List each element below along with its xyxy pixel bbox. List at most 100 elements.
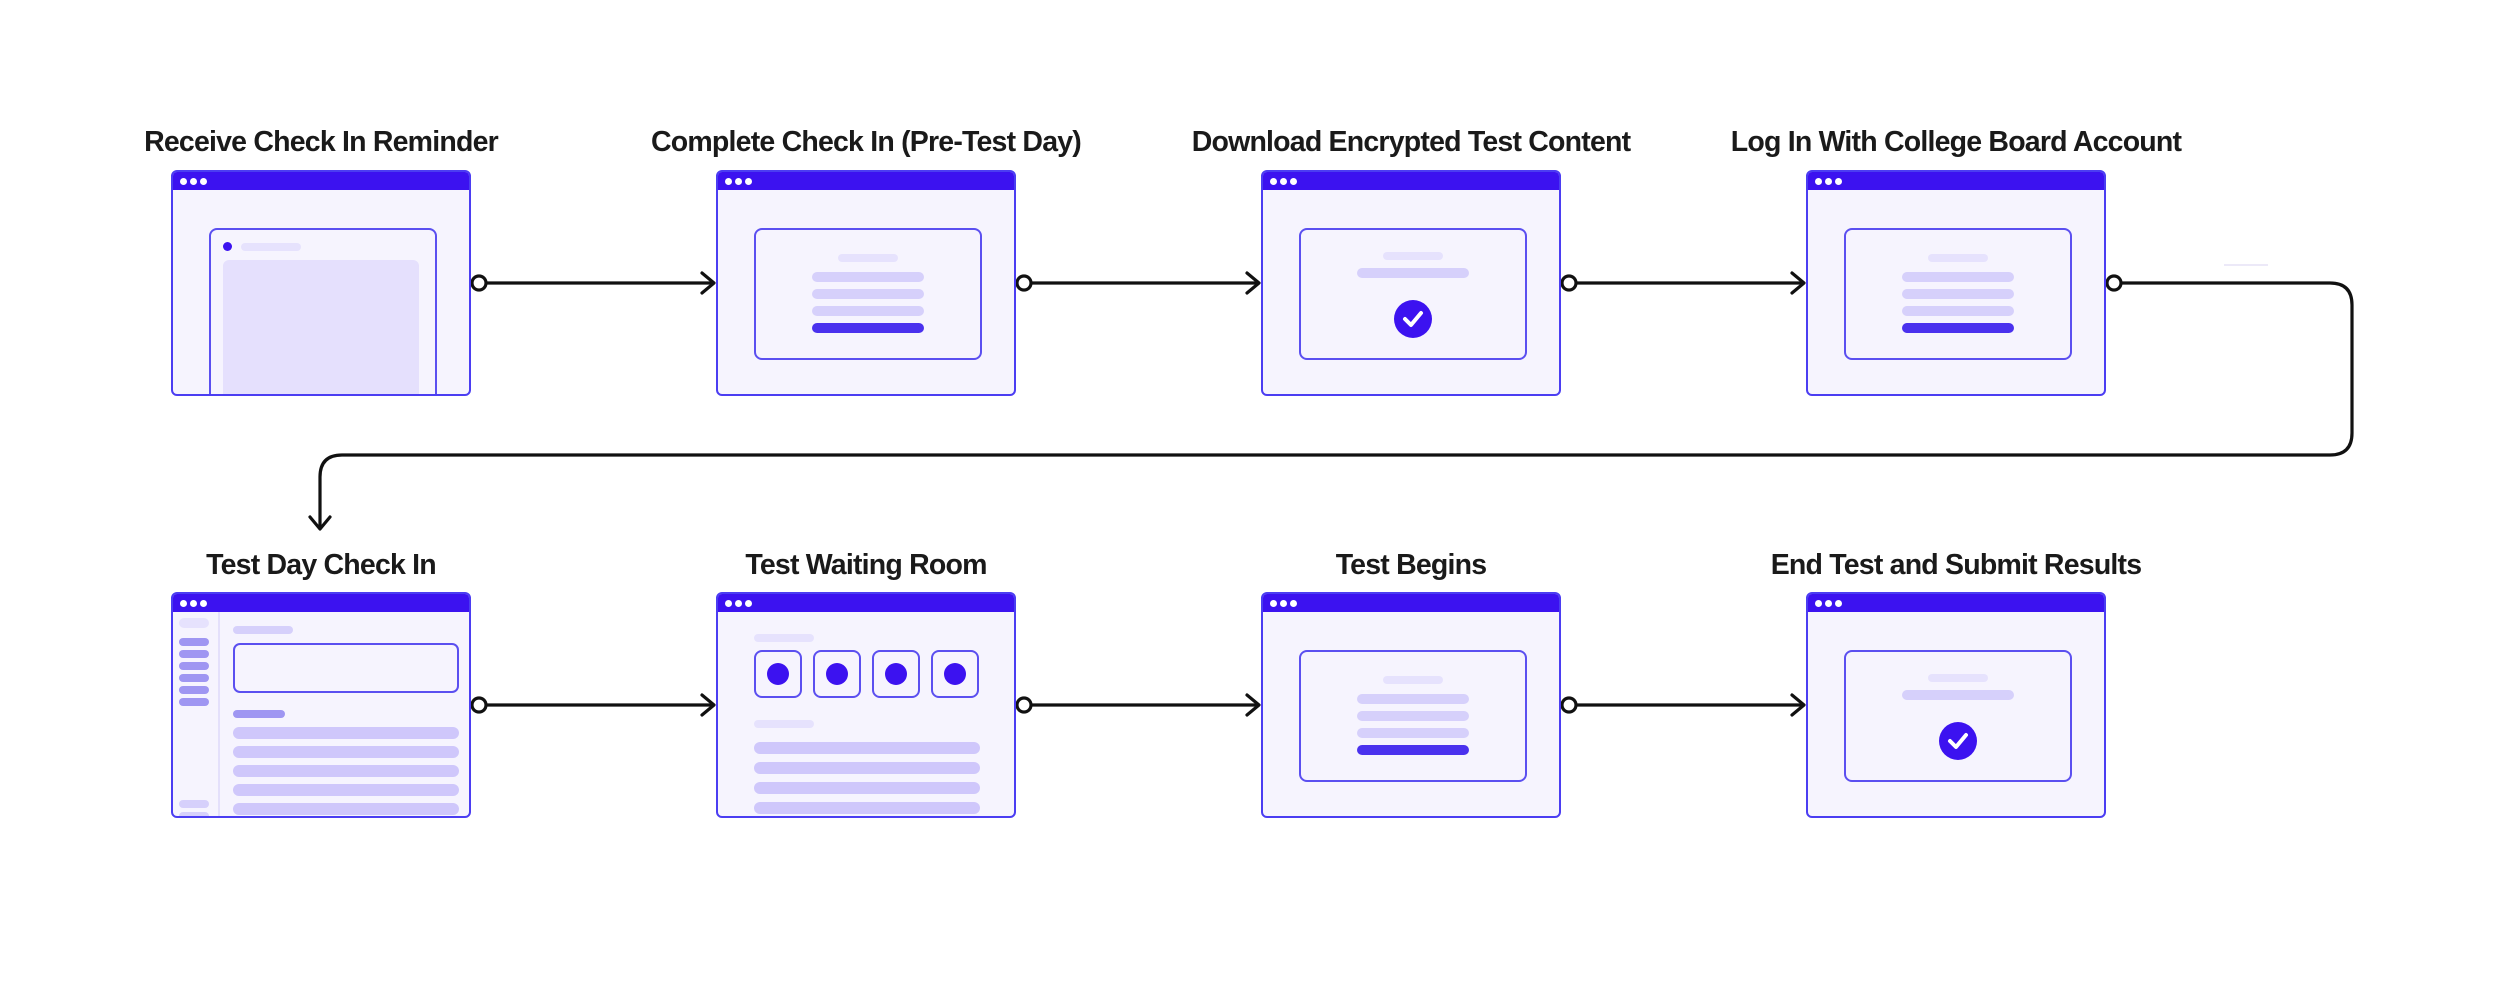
test-panel <box>1299 650 1527 782</box>
checkmark-icon <box>1394 300 1432 338</box>
placeholder-line <box>1928 254 1988 262</box>
placeholder-row <box>233 727 459 739</box>
connector-dot-icon <box>470 274 488 292</box>
window-dots-icon <box>1270 600 1277 607</box>
step-6-window <box>716 592 1016 818</box>
window-dots-icon <box>725 600 732 607</box>
submit-bar <box>812 323 924 333</box>
placeholder-row <box>233 746 459 758</box>
sidebar-item <box>179 638 209 646</box>
placeholder-line <box>754 634 814 642</box>
step-1-window <box>171 170 471 396</box>
sidebar-item <box>179 618 209 628</box>
participant-avatar-icon <box>885 663 907 685</box>
placeholder-row <box>754 802 980 814</box>
checkmark-icon <box>1939 722 1977 760</box>
arrowhead-icon <box>1245 271 1261 295</box>
step-title-7: Test Begins <box>1335 549 1487 581</box>
window-dots-icon <box>745 178 752 185</box>
arrowhead-icon <box>700 271 716 295</box>
window-title-bar <box>1808 594 2104 612</box>
window-title-bar <box>173 594 469 612</box>
window-dots-icon <box>1825 178 1832 185</box>
start-bar <box>1357 745 1469 755</box>
connector-dot-icon <box>470 696 488 714</box>
participant-avatar-icon <box>944 663 966 685</box>
window-title-bar <box>718 172 1014 190</box>
placeholder-line <box>1902 306 2014 316</box>
placeholder-line <box>1357 268 1469 278</box>
placeholder-line <box>1357 711 1469 721</box>
step-title-3: Download Encrypted Test Content <box>1191 126 1631 158</box>
step-3-window <box>1261 170 1561 396</box>
sidebar-item <box>179 812 209 816</box>
window-dots-icon <box>735 178 742 185</box>
window-title-bar <box>1263 172 1559 190</box>
step-title-8: End Test and Submit Results <box>1770 549 2142 581</box>
checkin-box <box>233 643 459 693</box>
placeholder-line <box>233 710 285 718</box>
participant-tile <box>813 650 861 698</box>
connector-dot-icon <box>1015 274 1033 292</box>
window-dots-icon <box>200 600 207 607</box>
step-title-4: Log In With College Board Account <box>1730 126 2182 158</box>
step-title-6: Test Waiting Room <box>745 549 987 581</box>
placeholder-line <box>1383 676 1443 684</box>
placeholder-row <box>233 765 459 777</box>
connector-step5-step6 <box>470 693 716 717</box>
step-title-1: Receive Check In Reminder <box>144 126 499 158</box>
placeholder-line <box>812 272 924 282</box>
arrowhead-icon <box>1790 271 1806 295</box>
placeholder-row <box>233 784 459 796</box>
form-panel <box>754 228 982 360</box>
connector-dot-icon <box>2105 274 2123 292</box>
placeholder-line <box>1902 690 2014 700</box>
arrowhead-icon <box>1245 693 1261 717</box>
window-dots-icon <box>1280 600 1287 607</box>
arrowhead-icon <box>700 693 716 717</box>
sidebar-item <box>179 686 209 694</box>
unread-dot-icon <box>223 242 232 251</box>
email-panel <box>209 228 437 394</box>
connector-dot-icon <box>1015 696 1033 714</box>
window-dots-icon <box>190 600 197 607</box>
step-2-window <box>716 170 1016 396</box>
sidebar-item <box>179 650 209 658</box>
placeholder-line <box>812 306 924 316</box>
arrowhead-icon <box>308 515 332 531</box>
participant-tile <box>872 650 920 698</box>
placeholder-line <box>1357 728 1469 738</box>
sidebar-item <box>179 698 209 706</box>
connector-step7-step8 <box>1560 693 1806 717</box>
participant-tile <box>931 650 979 698</box>
step-5-window <box>171 592 471 818</box>
window-dots-icon <box>1270 178 1277 185</box>
connector-step6-step7 <box>1015 693 1261 717</box>
placeholder-line <box>812 289 924 299</box>
arrowhead-icon <box>1790 693 1806 717</box>
connector-step3-step4 <box>1560 271 1806 295</box>
placeholder-line <box>1357 694 1469 704</box>
submit-panel <box>1844 650 2072 782</box>
placeholder-line <box>754 720 814 728</box>
window-dots-icon <box>190 178 197 185</box>
email-preview <box>223 260 419 394</box>
window-dots-icon <box>1290 600 1297 607</box>
sidebar-item <box>179 800 209 808</box>
window-title-bar <box>173 172 469 190</box>
placeholder-line <box>1383 252 1443 260</box>
connector-dot-icon <box>1560 274 1578 292</box>
window-title-bar <box>1263 594 1559 612</box>
connector-step4-step5 <box>308 274 2354 531</box>
connector-step2-step3 <box>1015 271 1261 295</box>
window-dots-icon <box>1835 178 1842 185</box>
placeholder-row <box>233 803 459 815</box>
placeholder-row <box>754 762 980 774</box>
window-dots-icon <box>1825 600 1832 607</box>
sidebar <box>173 612 220 816</box>
placeholder-line <box>1902 272 2014 282</box>
window-dots-icon <box>1280 178 1287 185</box>
connector-dot-icon <box>1560 696 1578 714</box>
sidebar-item <box>179 662 209 670</box>
